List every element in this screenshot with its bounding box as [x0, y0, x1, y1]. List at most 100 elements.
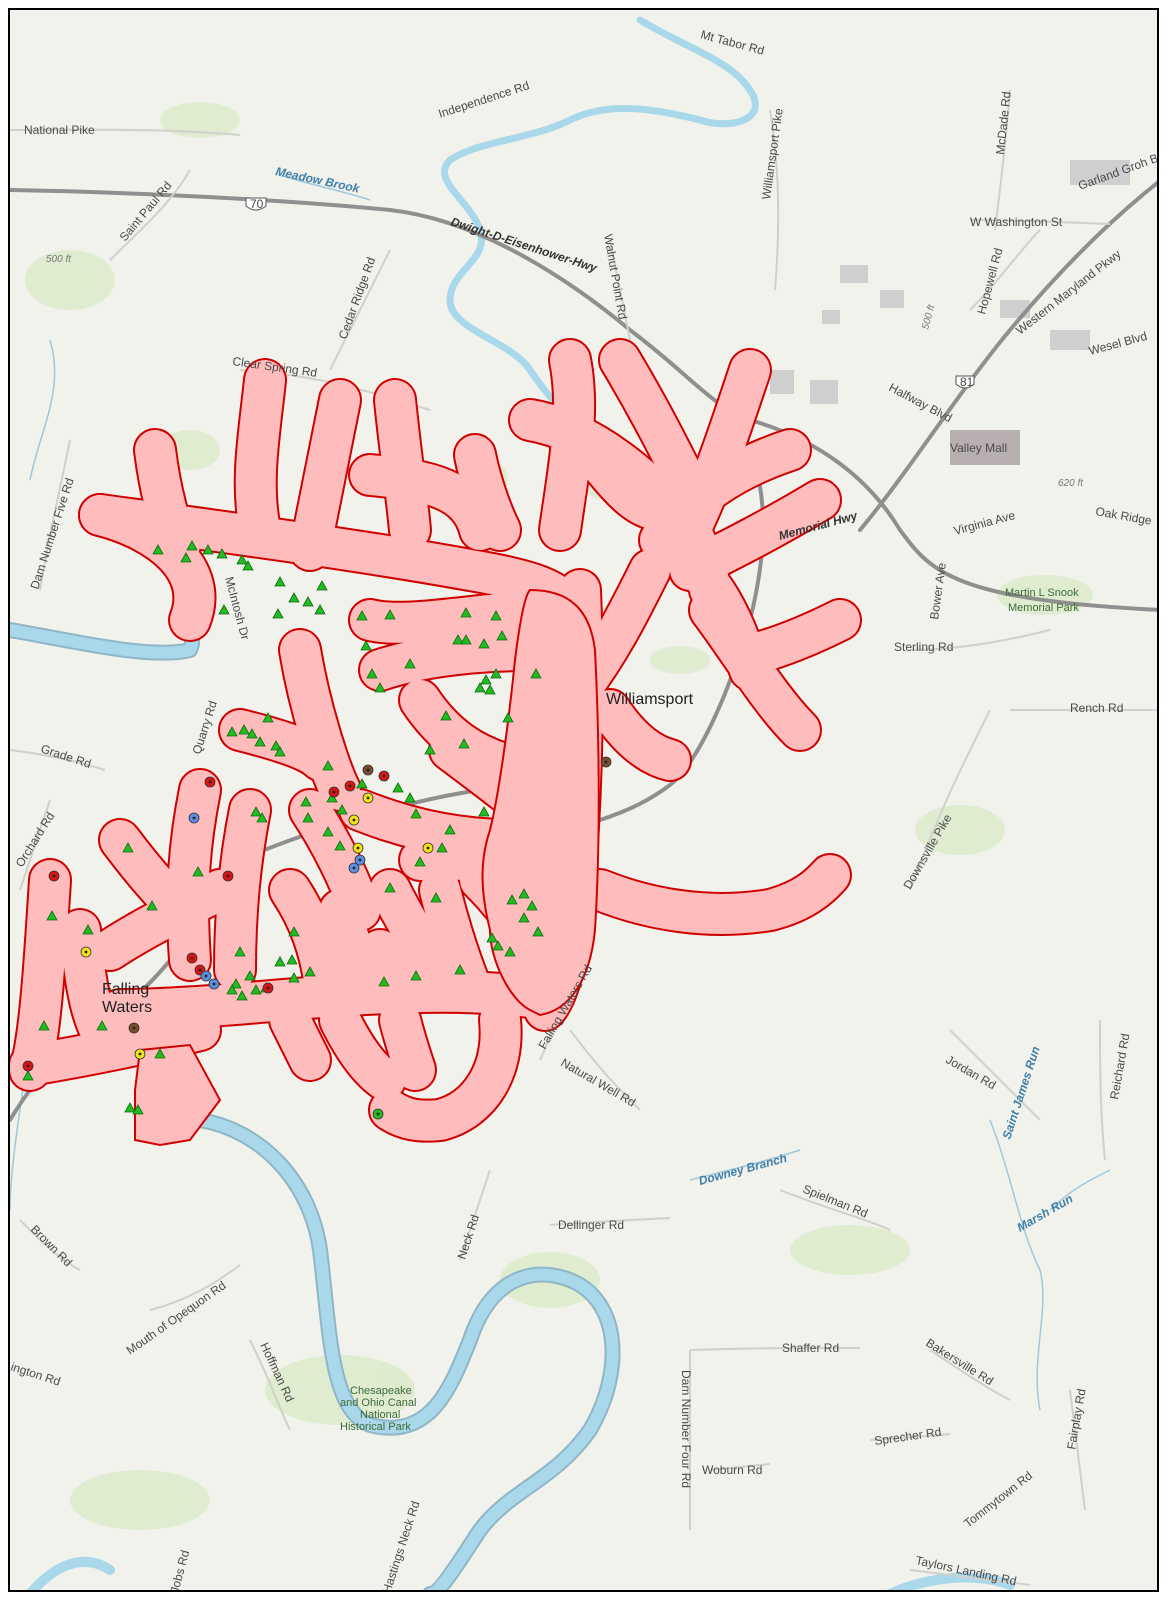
green-triangle-marker[interactable] [504, 946, 516, 957]
green-triangle-marker[interactable] [250, 806, 262, 817]
green-triangle-marker[interactable] [436, 842, 448, 853]
green-triangle-marker[interactable] [384, 882, 396, 893]
green-triangle-marker[interactable] [532, 926, 544, 937]
green-triangle-marker[interactable] [334, 840, 346, 851]
green-triangle-marker[interactable] [474, 682, 486, 693]
green-triangle-marker[interactable] [274, 956, 286, 967]
green-triangle-marker[interactable] [152, 544, 164, 555]
green-triangle-marker[interactable] [506, 894, 518, 905]
green-triangle-marker[interactable] [374, 682, 386, 693]
label-valley-mall: Valley Mall [950, 441, 1007, 455]
green-triangle-marker[interactable] [336, 804, 348, 815]
green-triangle-marker[interactable] [502, 712, 514, 723]
green-triangle-marker[interactable] [236, 554, 248, 565]
green-triangle-marker[interactable] [288, 926, 300, 937]
map-frame[interactable]: 70 81 [8, 8, 1159, 1592]
green-triangle-marker[interactable] [270, 740, 282, 751]
green-triangle-marker[interactable] [302, 596, 314, 607]
green-triangle-marker[interactable] [356, 778, 368, 789]
green-triangle-marker[interactable] [496, 630, 508, 641]
green-triangle-marker[interactable] [244, 970, 256, 981]
green-triangle-marker[interactable] [154, 1048, 166, 1059]
green-triangle-marker[interactable] [246, 728, 258, 739]
green-triangle-marker[interactable] [518, 888, 530, 899]
green-triangle-marker[interactable] [288, 972, 300, 983]
buffer-zone[interactable] [10, 338, 862, 1147]
green-triangle-marker[interactable] [492, 940, 504, 951]
green-triangle-marker[interactable] [288, 592, 300, 603]
green-triangle-marker[interactable] [286, 954, 298, 965]
green-triangle-marker[interactable] [186, 540, 198, 551]
green-triangle-marker[interactable] [122, 842, 134, 853]
green-triangle-marker[interactable] [430, 892, 442, 903]
green-triangle-marker[interactable] [322, 760, 334, 771]
map-canvas[interactable]: 70 81 [10, 10, 1159, 1592]
green-triangle-marker[interactable] [38, 1020, 50, 1031]
green-triangle-marker[interactable] [444, 824, 456, 835]
green-triangle-marker[interactable] [454, 964, 466, 975]
label-dellinger-rd: Dellinger Rd [558, 1218, 624, 1232]
green-triangle-marker[interactable] [124, 1102, 136, 1113]
green-triangle-marker[interactable] [234, 946, 246, 957]
green-triangle-marker[interactable] [404, 658, 416, 669]
green-triangle-marker[interactable] [242, 560, 254, 571]
green-triangle-marker[interactable] [378, 976, 390, 987]
green-triangle-marker[interactable] [262, 712, 274, 723]
green-triangle-marker[interactable] [226, 726, 238, 737]
green-triangle-marker[interactable] [256, 812, 268, 823]
green-triangle-marker[interactable] [302, 812, 314, 823]
green-triangle-marker[interactable] [192, 866, 204, 877]
green-triangle-marker[interactable] [236, 990, 248, 1001]
green-triangle-marker[interactable] [526, 900, 538, 911]
green-triangle-marker[interactable] [314, 604, 326, 615]
green-triangle-marker[interactable] [226, 984, 238, 995]
green-triangle-marker[interactable] [274, 576, 286, 587]
green-triangle-marker[interactable] [410, 808, 422, 819]
green-triangle-marker[interactable] [96, 1020, 108, 1031]
green-triangle-marker[interactable] [530, 668, 542, 679]
green-triangle-marker[interactable] [490, 668, 502, 679]
green-triangle-marker[interactable] [230, 978, 242, 989]
green-triangle-marker[interactable] [218, 604, 230, 615]
green-triangle-marker[interactable] [250, 984, 262, 995]
green-triangle-marker[interactable] [452, 634, 464, 645]
green-triangle-marker[interactable] [360, 640, 372, 651]
green-triangle-marker[interactable] [410, 970, 422, 981]
green-triangle-marker[interactable] [180, 552, 192, 563]
green-triangle-marker[interactable] [478, 806, 490, 817]
green-triangle-marker[interactable] [46, 910, 58, 921]
green-triangle-marker[interactable] [486, 932, 498, 943]
green-triangle-marker[interactable] [366, 668, 378, 679]
green-triangle-marker[interactable] [238, 724, 250, 735]
green-triangle-marker[interactable] [478, 638, 490, 649]
green-triangle-marker[interactable] [404, 792, 416, 803]
green-triangle-marker[interactable] [316, 580, 328, 591]
green-triangle-marker[interactable] [202, 544, 214, 555]
green-triangle-marker[interactable] [414, 856, 426, 867]
green-triangle-marker[interactable] [356, 610, 368, 621]
green-triangle-marker[interactable] [300, 796, 312, 807]
green-triangle-marker[interactable] [440, 710, 452, 721]
green-triangle-marker[interactable] [518, 912, 530, 923]
green-triangle-marker[interactable] [146, 900, 158, 911]
green-triangle-marker[interactable] [490, 610, 502, 621]
green-triangle-marker[interactable] [274, 746, 286, 757]
green-triangle-marker[interactable] [424, 744, 436, 755]
green-triangle-marker[interactable] [326, 792, 338, 803]
green-triangle-marker[interactable] [460, 607, 472, 618]
green-triangle-marker[interactable] [304, 966, 316, 977]
green-triangle-marker[interactable] [22, 1070, 34, 1081]
label-martin-snook-park-1: Martin L Snook [1005, 587, 1079, 599]
green-triangle-marker[interactable] [392, 782, 404, 793]
green-triangle-marker[interactable] [322, 826, 334, 837]
green-triangle-marker[interactable] [460, 634, 472, 645]
green-triangle-marker[interactable] [484, 684, 496, 695]
green-triangle-marker[interactable] [254, 736, 266, 747]
green-triangle-marker[interactable] [82, 924, 94, 935]
green-triangle-marker[interactable] [458, 738, 470, 749]
green-triangle-marker[interactable] [132, 1104, 144, 1115]
green-triangle-marker[interactable] [480, 674, 492, 685]
green-triangle-marker[interactable] [384, 609, 396, 620]
green-triangle-marker[interactable] [272, 608, 284, 619]
green-triangle-marker[interactable] [216, 548, 228, 559]
